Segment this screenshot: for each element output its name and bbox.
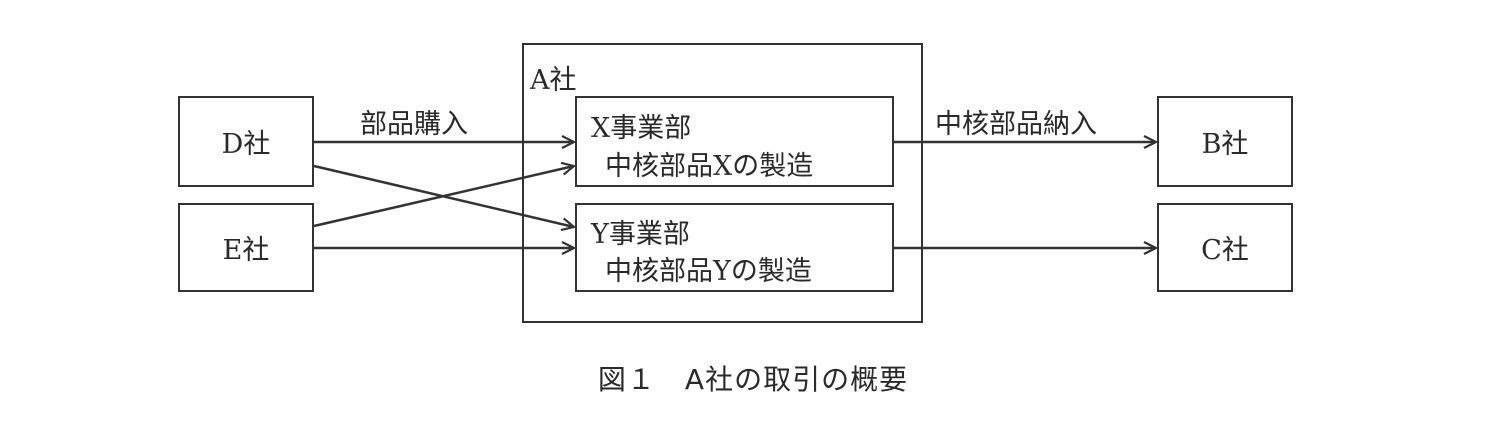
company-b-box: B社 <box>1157 96 1293 187</box>
company-c-label: C社 <box>1201 235 1249 266</box>
company-e-box: E社 <box>178 203 314 292</box>
division-y-role: 中核部品Yの製造 <box>605 256 812 287</box>
company-c-box: C社 <box>1157 203 1293 292</box>
company-b-label: B社 <box>1201 129 1249 160</box>
company-a-label: A社 <box>530 65 577 96</box>
figure-caption: 図１ A社の取引の概要 <box>597 363 909 396</box>
division-y-name: Y事業部 <box>591 219 690 250</box>
purchase-label: 部品購入 <box>360 109 468 140</box>
company-d-box: D社 <box>178 96 314 187</box>
company-e-label: E社 <box>222 235 270 266</box>
company-d-label: D社 <box>221 129 271 160</box>
delivery-label: 中核部品納入 <box>935 109 1097 140</box>
division-x-role: 中核部品Xの製造 <box>605 151 814 182</box>
division-y-box: Y事業部 中核部品Yの製造 <box>575 203 894 292</box>
division-x-box: X事業部 中核部品Xの製造 <box>575 96 894 187</box>
division-x-name: X事業部 <box>591 113 692 144</box>
arrow-e-to-x <box>313 166 574 228</box>
